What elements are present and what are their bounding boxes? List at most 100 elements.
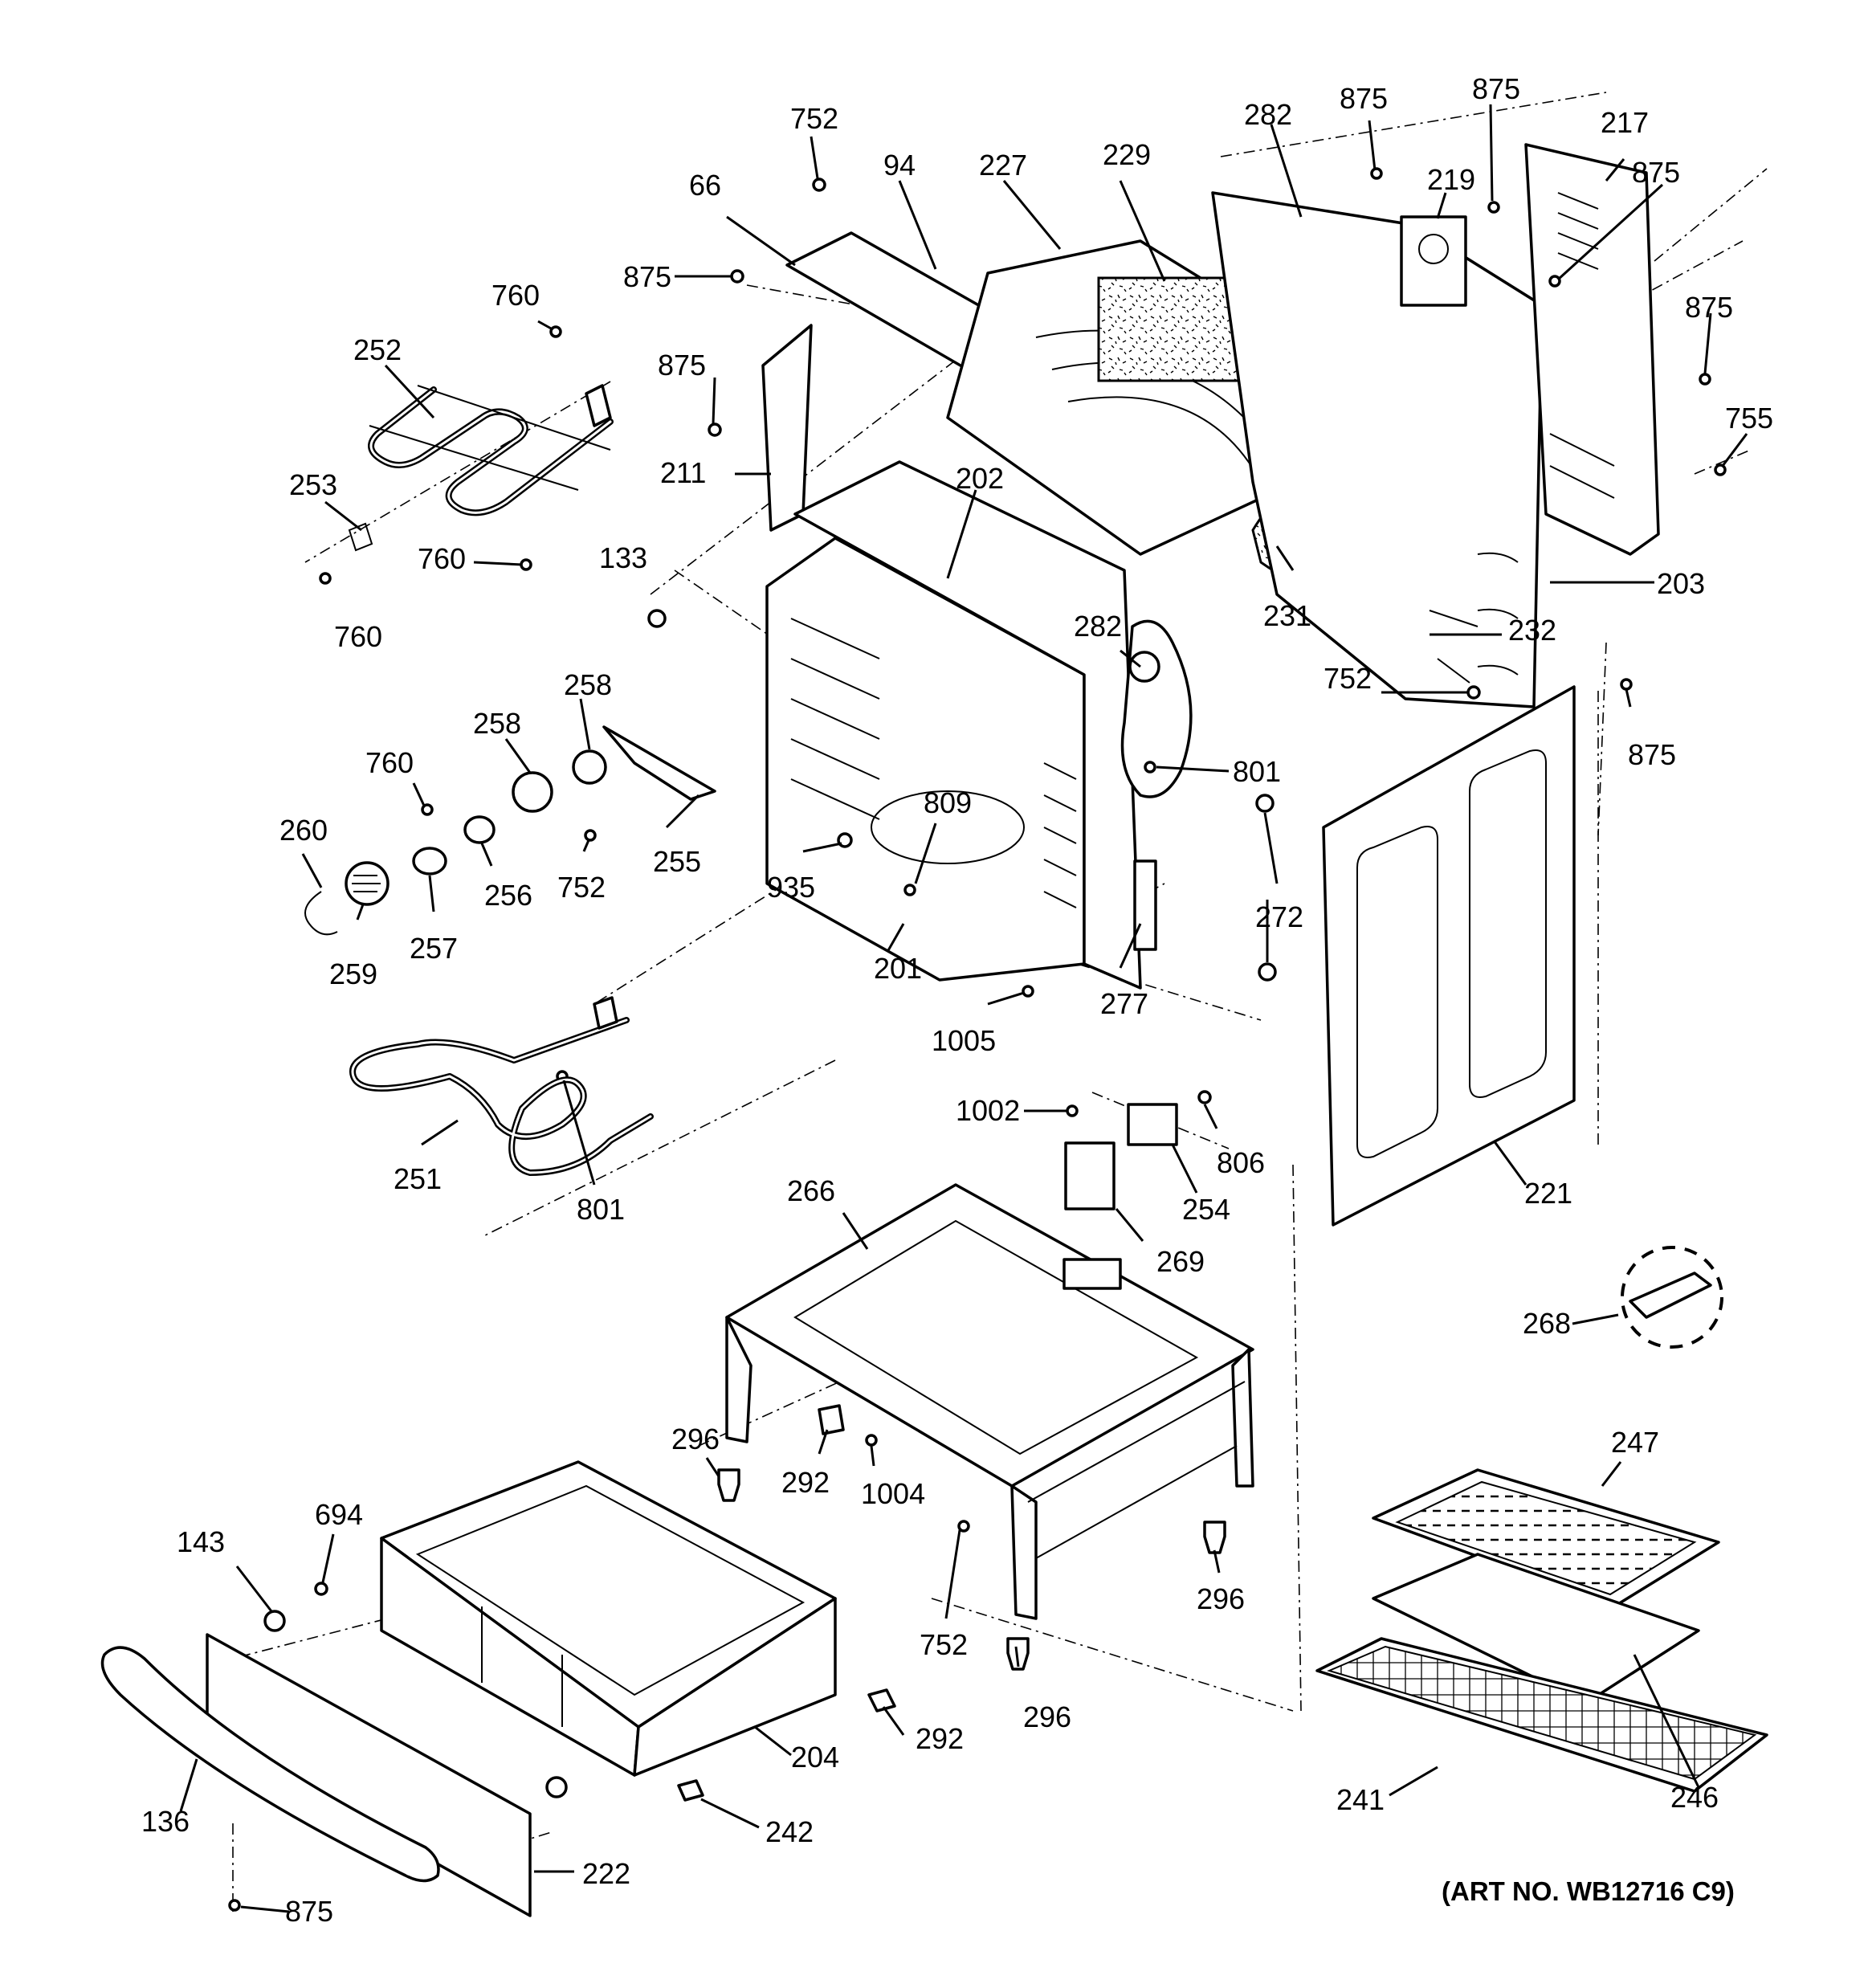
callout-201: 201 [874, 952, 922, 985]
screw-752-mid [584, 829, 597, 842]
callout-755: 755 [1725, 402, 1773, 435]
callout-246: 246 [1670, 1781, 1719, 1814]
callout-272: 272 [1255, 900, 1303, 933]
screw-801-top [1144, 761, 1156, 774]
callout-760-mid: 760 [418, 542, 466, 575]
callout-258-a: 258 [564, 668, 612, 701]
side-panel-221 [1322, 685, 1576, 1227]
bulb-257 [412, 847, 447, 876]
bracket-292a [818, 1404, 845, 1435]
callout-227: 227 [979, 149, 1027, 182]
drawer-panel-222 [206, 1633, 532, 1917]
screw-1002 [1066, 1104, 1079, 1117]
cover-255 [602, 725, 716, 801]
screw-760-c [319, 572, 332, 585]
callout-247: 247 [1611, 1426, 1659, 1459]
callout-296-c: 296 [1023, 1700, 1071, 1733]
callout-229: 229 [1103, 138, 1151, 171]
callout-752-mid: 752 [557, 871, 606, 904]
clip-268 [1629, 1272, 1712, 1319]
screw-875-f [1620, 678, 1633, 691]
ring-258b [572, 749, 607, 785]
insulation-229 [1097, 276, 1243, 382]
drawer-204 [380, 1460, 837, 1777]
screw-755 [1714, 463, 1727, 476]
bumper-143 [263, 1610, 286, 1632]
callout-277: 277 [1100, 987, 1148, 1020]
socket-256 [463, 815, 496, 844]
callout-256: 256 [484, 879, 532, 912]
callout-875-e: 875 [1685, 291, 1733, 324]
callout-282-mid: 282 [1074, 610, 1122, 643]
callout-1004: 1004 [861, 1477, 925, 1510]
callout-935: 935 [767, 871, 815, 904]
callout-752-top: 752 [790, 102, 838, 135]
bracket-253 [348, 522, 373, 552]
broiler-pan-247 [1372, 1468, 1720, 1608]
art-number: (ART NO. WB12716 C9) [1442, 1876, 1735, 1906]
grommet-272a [1255, 794, 1275, 813]
callout-221: 221 [1524, 1177, 1572, 1210]
callout-801-low: 801 [577, 1193, 625, 1226]
screw-752-top [812, 178, 826, 192]
callout-202: 202 [956, 462, 1004, 495]
callout-231: 231 [1263, 599, 1311, 632]
screw-875-bottom [228, 1899, 241, 1912]
screw-760-b [520, 558, 532, 571]
callout-253: 253 [289, 468, 337, 501]
oven-liner-202 [793, 460, 1142, 990]
callout-282-top: 282 [1244, 98, 1292, 131]
glide-242 [677, 1779, 704, 1802]
callout-875-f: 875 [1628, 738, 1676, 771]
screw-875-c [1548, 275, 1561, 288]
callout-875-left: 875 [623, 260, 671, 293]
callout-217: 217 [1601, 106, 1649, 139]
screw-875-b [708, 423, 722, 437]
callout-259: 259 [329, 957, 377, 990]
screw-760-a [549, 325, 562, 338]
grommet-272b [1258, 962, 1277, 982]
callout-241: 241 [1336, 1783, 1385, 1816]
screw-809 [903, 884, 916, 896]
opening-266 [1062, 1258, 1122, 1290]
terminal-block-254 [1127, 1103, 1178, 1146]
callout-296-a: 296 [671, 1423, 720, 1455]
bake-element-251 [349, 996, 654, 1176]
callout-292-b: 292 [916, 1722, 964, 1755]
callout-1005: 1005 [932, 1024, 996, 1057]
screw-806 [1197, 1090, 1212, 1104]
lamp-assembly [304, 725, 716, 936]
bumper-right [545, 1776, 568, 1798]
callout-133: 133 [599, 541, 647, 574]
screw-1004 [865, 1434, 878, 1447]
rear-panel-203 [1211, 191, 1544, 708]
callout-211: 211 [660, 456, 706, 489]
callout-203: 203 [1657, 567, 1705, 600]
callout-257: 257 [410, 932, 458, 965]
switch-box-269 [1064, 1141, 1115, 1210]
detail-ring [1621, 1246, 1723, 1349]
leveler-296b [1203, 1521, 1226, 1554]
callout-752-right: 752 [1324, 662, 1372, 695]
glide-292b [867, 1688, 896, 1712]
callout-222: 222 [582, 1857, 630, 1890]
screw-875-d [1699, 373, 1711, 386]
callout-labels: 752 66 94 227 229 282 875 875 217 219 87… [141, 72, 1773, 1928]
leader-lines [179, 104, 1748, 1913]
callout-260: 260 [279, 814, 328, 847]
grommet-133 [647, 609, 667, 628]
callout-292-a: 292 [781, 1466, 830, 1499]
cabinet-assembly [761, 143, 1660, 1227]
base-frame-266 [725, 1103, 1254, 1620]
broil-element-252 [368, 384, 614, 516]
screw-1005 [1022, 985, 1034, 998]
callout-875-b: 875 [1472, 72, 1520, 105]
screw-694 [314, 1582, 328, 1596]
callout-1002: 1002 [956, 1094, 1020, 1127]
callout-254: 254 [1182, 1193, 1230, 1226]
callout-268: 268 [1523, 1307, 1571, 1340]
detail-268 [1621, 1246, 1723, 1349]
screw-752-low [957, 1520, 970, 1533]
callout-252: 252 [353, 333, 402, 366]
